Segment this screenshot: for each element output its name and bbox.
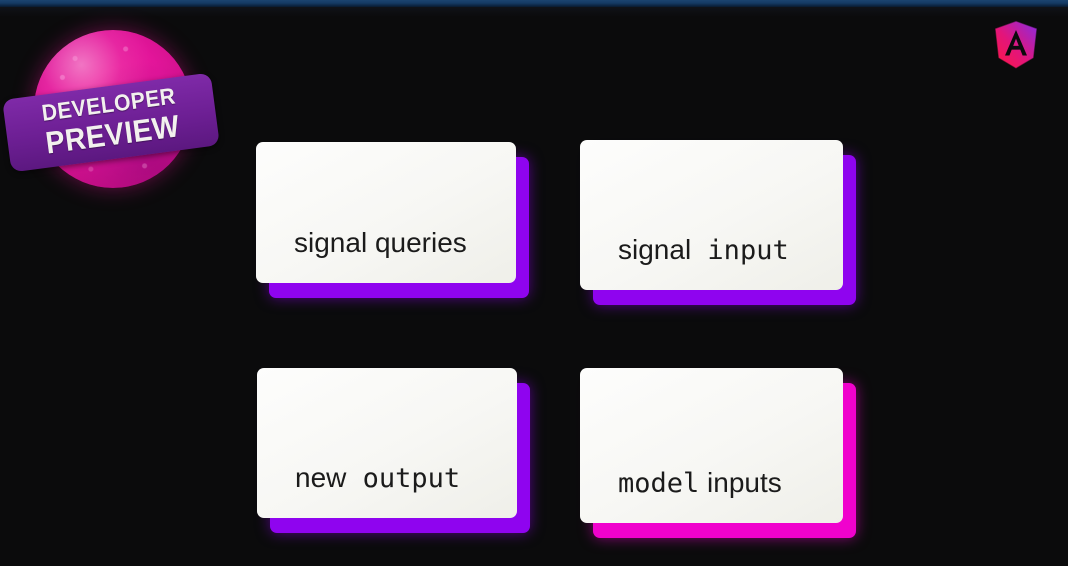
card-model-inputs[interactable]: model inputs [580,368,856,538]
badge-banner: DEVELOPER PREVIEW [2,72,220,173]
card-face: signal queries [256,142,516,283]
card-label-part-1: signal [618,234,692,266]
card-label-part-1: signal [294,227,368,259]
card-signal-input[interactable]: signal input [580,140,856,305]
card-label: model inputs [618,467,782,500]
card-label: signal input [618,234,789,267]
card-label-part-2: inputs [699,467,782,499]
developer-preview-badge: DEVELOPER PREVIEW [2,30,220,188]
card-face: signal input [580,140,843,290]
card-face: new output [257,368,517,518]
top-bar-fade [0,7,1068,17]
card-new-output[interactable]: new output [257,368,530,533]
video-progress-bar[interactable] [0,0,1068,7]
card-label-part-1: new [295,462,347,494]
card-label-part-2: output [346,463,461,495]
angular-logo [991,19,1041,71]
card-label: new output [295,462,461,495]
card-face: model inputs [580,368,843,523]
card-label-part-2: input [691,235,789,267]
card-signal-queries[interactable]: signal queries [256,142,529,298]
card-label: signal queries [294,227,467,259]
card-label-part-2: queries [367,227,467,259]
card-label-part-1: model [618,468,700,500]
